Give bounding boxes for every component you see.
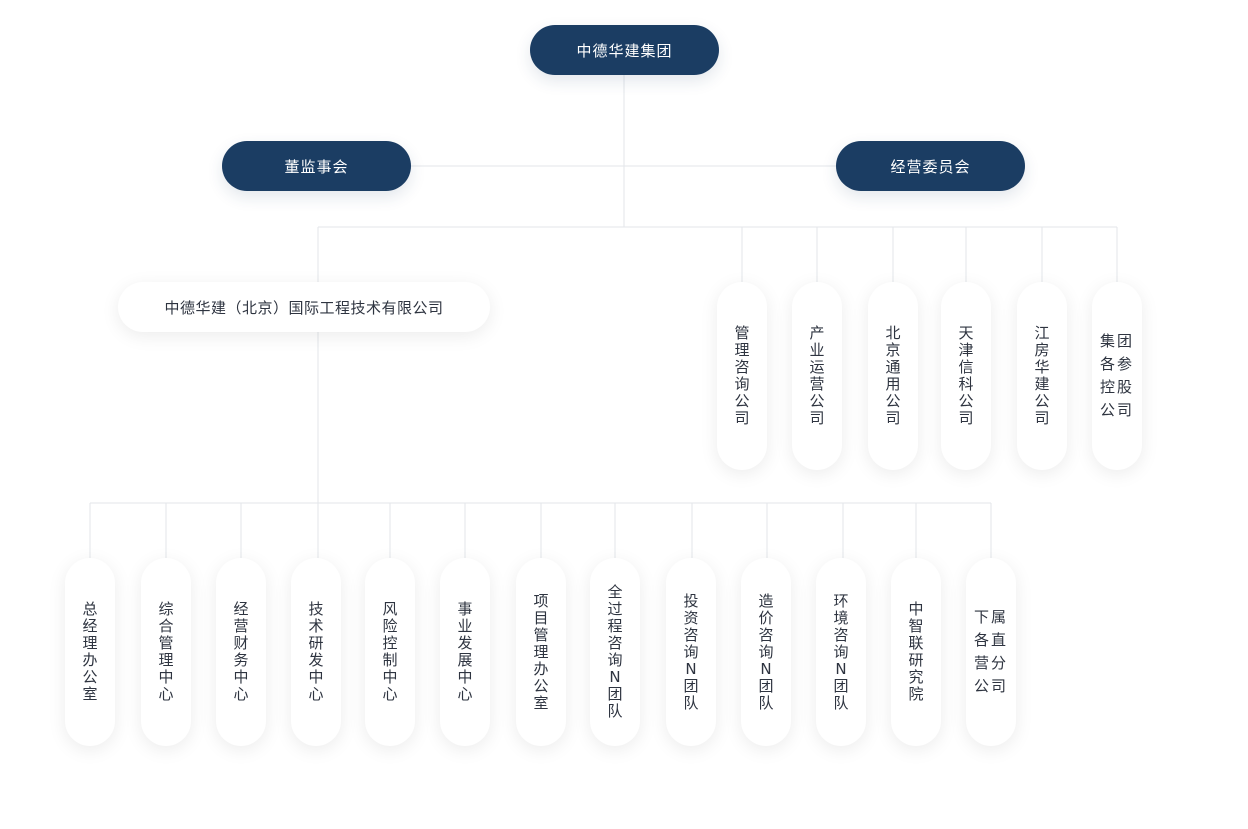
- department-card: 风险控制中心: [365, 558, 415, 746]
- department-label: 综合管理中心: [158, 600, 174, 703]
- department-label: 全过程咨询N团队: [607, 583, 623, 720]
- company-card: 集团各参控股公司: [1092, 282, 1142, 470]
- company-card: 产业运营公司: [792, 282, 842, 470]
- department-label: 下属各直营分公司: [974, 608, 1009, 695]
- root-label: 中德华建集团: [576, 41, 673, 60]
- root-node: 中德华建集团: [530, 25, 719, 75]
- subsidiary-node: 中德华建（北京）国际工程技术有限公司: [118, 282, 490, 332]
- department-card: 项目管理办公室: [516, 558, 566, 746]
- department-label: 总经理办公室: [82, 600, 98, 703]
- board-label: 董监事会: [284, 157, 349, 176]
- department-label: 环境咨询N团队: [833, 591, 849, 712]
- operations-committee-node: 经营委员会: [836, 141, 1025, 191]
- company-card: 天津信科公司: [941, 282, 991, 470]
- department-card: 投资咨询N团队: [666, 558, 716, 746]
- department-label: 风险控制中心: [382, 600, 398, 703]
- operations-committee-label: 经营委员会: [890, 157, 971, 176]
- company-label: 北京通用公司: [885, 324, 901, 427]
- department-card: 环境咨询N团队: [816, 558, 866, 746]
- department-label: 投资咨询N团队: [683, 591, 699, 712]
- company-card: 北京通用公司: [868, 282, 918, 470]
- department-card: 造价咨询N团队: [741, 558, 791, 746]
- department-card: 综合管理中心: [141, 558, 191, 746]
- department-label: 经营财务中心: [233, 600, 249, 703]
- company-label: 管理咨询公司: [734, 324, 750, 427]
- board-node: 董监事会: [222, 141, 411, 191]
- department-card: 事业发展中心: [440, 558, 490, 746]
- company-label: 江房华建公司: [1034, 324, 1050, 427]
- company-card: 管理咨询公司: [717, 282, 767, 470]
- department-label: 造价咨询N团队: [758, 591, 774, 712]
- company-label: 产业运营公司: [809, 324, 825, 427]
- department-label: 项目管理办公室: [533, 591, 549, 712]
- department-card: 下属各直营分公司: [966, 558, 1016, 746]
- department-card: 总经理办公室: [65, 558, 115, 746]
- department-card: 技术研发中心: [291, 558, 341, 746]
- company-card: 江房华建公司: [1017, 282, 1067, 470]
- department-card: 经营财务中心: [216, 558, 266, 746]
- department-label: 中智联研究院: [908, 600, 924, 703]
- company-label: 集团各参控股公司: [1100, 332, 1135, 419]
- department-card: 中智联研究院: [891, 558, 941, 746]
- subsidiary-label: 中德华建（北京）国际工程技术有限公司: [164, 298, 444, 317]
- department-label: 事业发展中心: [457, 600, 473, 703]
- company-label: 天津信科公司: [958, 324, 974, 427]
- department-card: 全过程咨询N团队: [590, 558, 640, 746]
- department-label: 技术研发中心: [308, 600, 324, 703]
